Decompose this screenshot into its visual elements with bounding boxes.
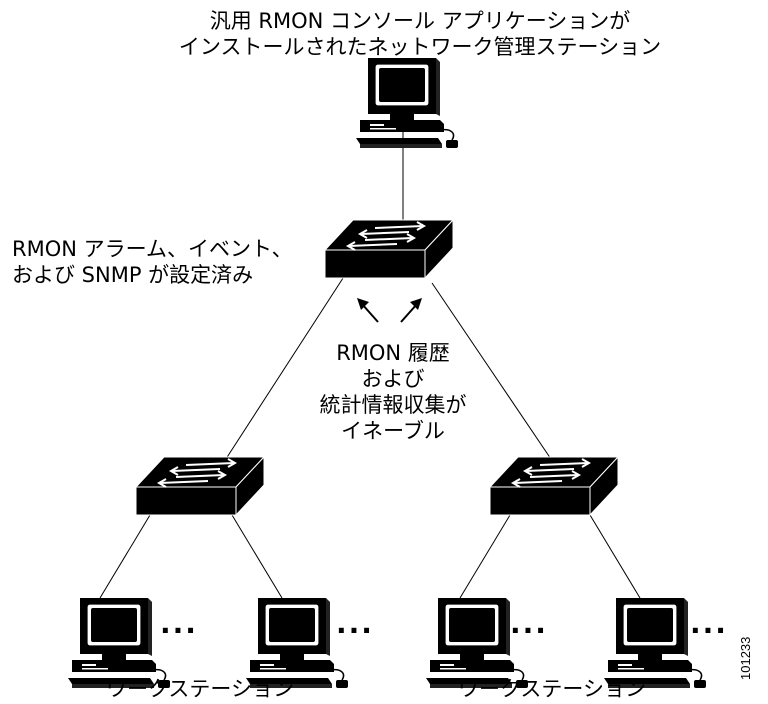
- rmon-history-line3: 統計情報収集が: [319, 393, 467, 417]
- workstations-right-label: ワークステーション: [458, 677, 646, 701]
- switch-config-line1: RMON アラーム、イベント、: [12, 237, 293, 261]
- left-switch-icon: [135, 456, 265, 516]
- link-core-to-right: [431, 282, 556, 466]
- management-station-icon: [355, 57, 459, 149]
- rmon-history-line2: および: [361, 367, 425, 391]
- mgmt-station-label: 汎用 RMON コンソール アプリケーションが インストールされたネットワーク管…: [120, 8, 720, 60]
- link-left-to-pc2: [231, 514, 283, 599]
- rmon-history-line1: RMON 履歴: [336, 341, 450, 365]
- more-workstations-ellipsis: ...: [160, 607, 198, 640]
- workstations-left-label: ワークステーション: [106, 677, 294, 701]
- more-workstations-ellipsis: ...: [690, 607, 728, 640]
- link-left-to-pc1: [99, 514, 151, 599]
- more-workstations-ellipsis: ...: [510, 607, 548, 640]
- workstation-icon: [245, 597, 349, 689]
- switch-config-label: RMON アラーム、イベント、 および SNMP が設定済み: [12, 236, 293, 288]
- switch-config-line2: および SNMP が設定済み: [12, 263, 254, 287]
- link-right-to-pc3: [459, 514, 511, 599]
- mgmt-station-line2: インストールされたネットワーク管理ステーション: [178, 35, 662, 59]
- right-switch-icon: [489, 456, 619, 516]
- link-core-to-left: [221, 274, 346, 466]
- rmon-history-line4: イネーブル: [341, 419, 445, 443]
- rmon-arrows: [357, 298, 422, 323]
- more-workstations-ellipsis: ...: [336, 607, 374, 640]
- network-links: [99, 132, 641, 599]
- link-right-to-pc4: [589, 514, 641, 599]
- rmon-history-label: RMON 履歴 および 統計情報収集が イネーブル: [288, 340, 498, 444]
- mgmt-station-line1: 汎用 RMON コンソール アプリケーションが: [209, 9, 631, 33]
- workstation-icon: [67, 597, 171, 689]
- core-switch-icon: [324, 219, 454, 279]
- figure-id: 101233: [738, 636, 753, 680]
